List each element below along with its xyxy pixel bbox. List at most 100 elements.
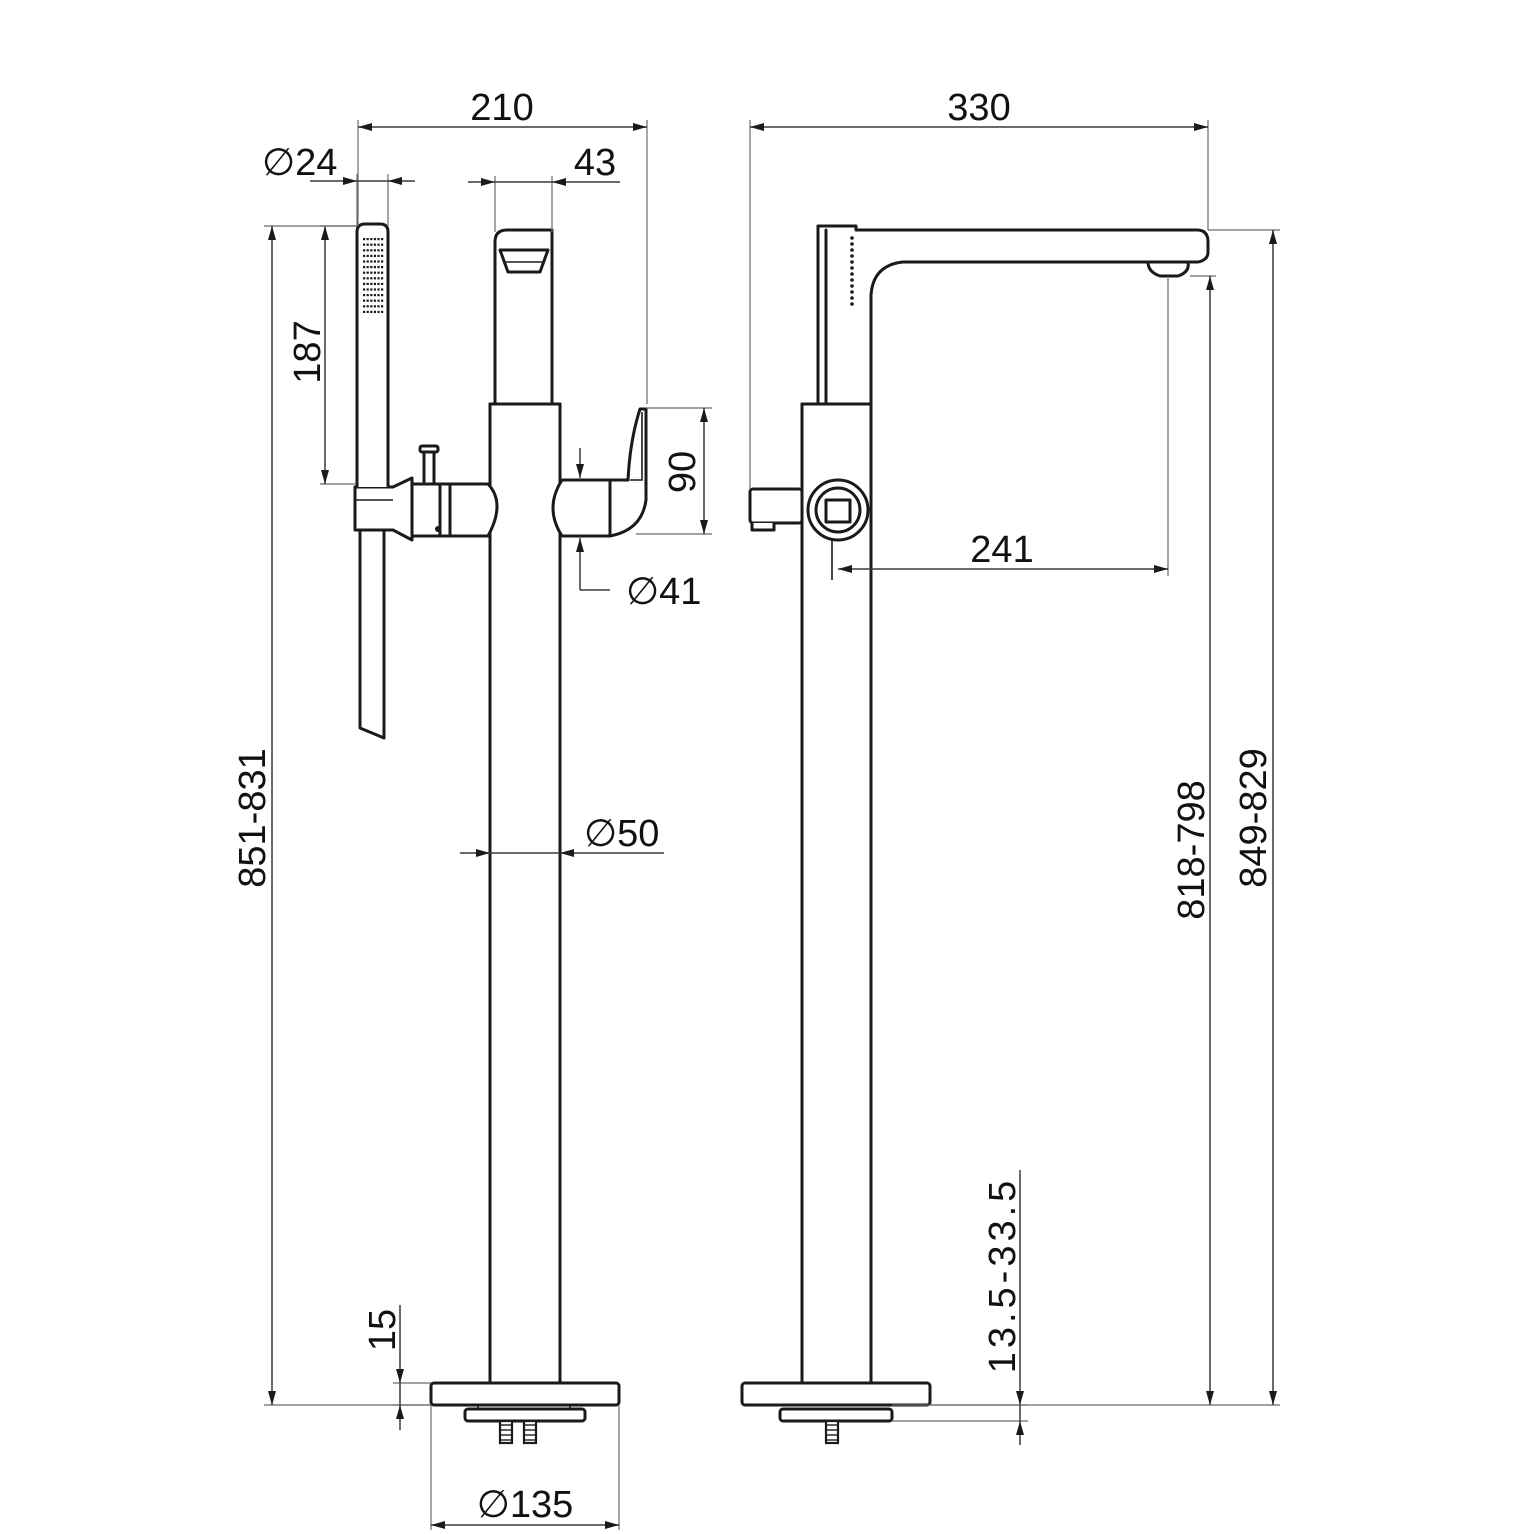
- nozzle-dot: [366, 254, 369, 257]
- nozzle-dot: [370, 238, 373, 241]
- dim-label-241: 241: [970, 529, 1033, 571]
- nozzle-dot: [377, 260, 380, 263]
- nozzle-dot: [363, 249, 366, 252]
- nozzle-dot: [363, 294, 366, 297]
- dim-851-831: 851-831: [232, 225, 431, 1406]
- marker-dot: [850, 242, 854, 246]
- nozzle-dot: [366, 277, 369, 280]
- marker-dot: [850, 290, 854, 294]
- nozzle-dot: [373, 260, 376, 263]
- nozzle-dot: [370, 288, 373, 291]
- front-mixer-body: [551, 478, 612, 538]
- dim-label-90: 90: [662, 451, 704, 493]
- side-stud: [824, 1419, 840, 1445]
- nozzle-dot: [370, 271, 373, 274]
- nozzle-dot: [381, 277, 384, 280]
- dim-label-187: 187: [287, 320, 329, 383]
- nozzle-dot: [377, 305, 380, 308]
- marker-dot: [850, 284, 854, 288]
- nozzle-dot: [377, 299, 380, 302]
- nozzle-dot: [366, 294, 369, 297]
- dim-330: 330: [749, 87, 1209, 489]
- nozzle-dot: [363, 260, 366, 263]
- nozzle-dot: [370, 299, 373, 302]
- dim-d50: ∅50: [460, 813, 664, 857]
- front-column: [488, 402, 562, 1383]
- nozzle-dot: [370, 277, 373, 280]
- nozzle-dot: [366, 310, 369, 313]
- nozzle-dot: [373, 288, 376, 291]
- nozzle-dot: [381, 310, 384, 313]
- nozzle-dot: [373, 254, 376, 257]
- nozzle-dot: [370, 266, 373, 269]
- nozzle-dot: [363, 238, 366, 241]
- dim-label-818-798: 818-798: [1171, 780, 1213, 919]
- nozzle-dot: [377, 277, 380, 280]
- front-spout-neck: [493, 228, 554, 406]
- nozzle-dot: [370, 305, 373, 308]
- dim-15: 15: [362, 1305, 431, 1430]
- nozzle-dot: [363, 305, 366, 308]
- front-lever: [608, 407, 648, 538]
- marker-dot: [850, 260, 854, 264]
- nozzle-dot: [370, 254, 373, 257]
- dim-label-d41: ∅41: [626, 571, 701, 613]
- dim-210: 210: [357, 87, 648, 404]
- dim-label-330: 330: [947, 87, 1010, 129]
- nozzle-dot: [377, 310, 380, 313]
- dim-d41: ∅41: [576, 448, 701, 613]
- nozzle-dot: [363, 243, 366, 246]
- side-view: 330 241 818-798 849-829: [740, 87, 1280, 1445]
- nozzle-dot: [363, 288, 366, 291]
- nozzle-dot: [363, 271, 366, 274]
- dim-187: 187: [287, 225, 357, 485]
- nozzle-dot: [370, 260, 373, 263]
- nozzle-dot: [377, 271, 380, 274]
- nozzle-dot: [377, 243, 380, 246]
- dim-d24: ∅24: [262, 142, 415, 226]
- marker-dot: [850, 296, 854, 300]
- nozzle-dot: [373, 310, 376, 313]
- spray-nozzle-grid: [363, 238, 384, 313]
- nozzle-dot: [370, 249, 373, 252]
- stud: [824, 1419, 840, 1445]
- nozzle-dot: [381, 249, 384, 252]
- nozzle-dot: [377, 294, 380, 297]
- nozzle-dot: [373, 277, 376, 280]
- side-spout: [816, 224, 1210, 406]
- nozzle-dot: [366, 271, 369, 274]
- dim-13-5-33-5: 13.5-33.5: [892, 1170, 1028, 1445]
- nozzle-dot: [377, 282, 380, 285]
- nozzle-dot: [377, 254, 380, 257]
- side-base: [740, 1381, 932, 1423]
- nozzle-dot: [381, 243, 384, 246]
- marker-dot: [850, 272, 854, 276]
- nozzle-dot: [366, 299, 369, 302]
- nozzle-dot: [381, 271, 384, 274]
- nozzle-dot: [370, 243, 373, 246]
- dim-label-210: 210: [470, 87, 533, 129]
- nozzle-dot: [363, 254, 366, 257]
- dim-label-43: 43: [574, 142, 616, 184]
- nozzle-dot: [373, 271, 376, 274]
- dim-849-829: 849-829: [1208, 229, 1280, 1406]
- side-diverter-marks: [850, 236, 854, 306]
- marker-dot: [850, 236, 854, 240]
- nozzle-dot: [373, 243, 376, 246]
- nozzle-dot: [370, 282, 373, 285]
- nozzle-dot: [366, 282, 369, 285]
- stud: [522, 1419, 538, 1445]
- nozzle-dot: [377, 266, 380, 269]
- side-holder-ring: [806, 478, 870, 580]
- nozzle-dot: [381, 305, 384, 308]
- nozzle-dot: [373, 294, 376, 297]
- nozzle-dot: [366, 243, 369, 246]
- marker-dot: [850, 302, 854, 306]
- marker-dot: [850, 278, 854, 282]
- dim-818-798: 818-798: [930, 275, 1216, 1406]
- dim-label-15: 15: [362, 1309, 404, 1351]
- dim-label-d50: ∅50: [584, 813, 659, 855]
- nozzle-dot: [377, 288, 380, 291]
- dim-label-851-831: 851-831: [232, 748, 274, 887]
